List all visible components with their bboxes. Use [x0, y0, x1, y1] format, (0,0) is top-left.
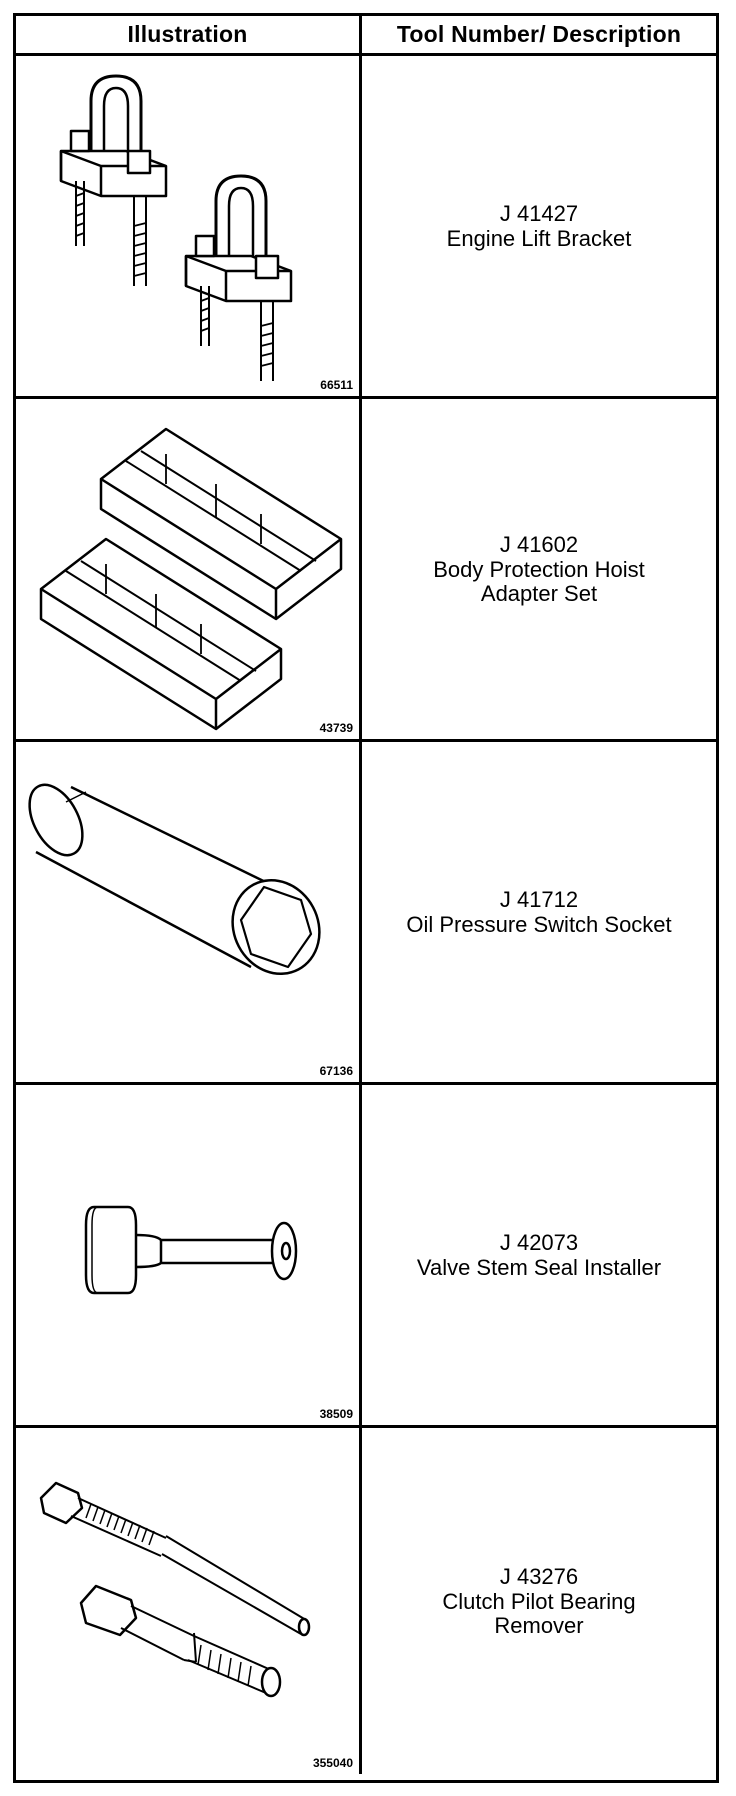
illustration-column-header: Illustration: [16, 16, 362, 53]
illustration-cell: 38509: [16, 1085, 362, 1425]
tool-description: Valve Stem Seal Installer: [416, 1255, 662, 1280]
tool-number: J 41712: [499, 887, 579, 912]
tool-description-cell: J 43276 Clutch Pilot Bearing Remover: [362, 1428, 716, 1774]
tool-description: Body Protection Hoist Adapter Set: [433, 557, 645, 606]
tool-column-header: Tool Number/ Description: [396, 21, 682, 47]
figure-number: 66511: [320, 378, 353, 392]
bearing-remover-icon: [39, 1481, 311, 1698]
table-row: 43739 J 41602 Body Protection Hoist Adap…: [16, 399, 716, 742]
engine-lift-bracket-icon: [59, 74, 293, 381]
figure-number: 355040: [312, 1756, 353, 1770]
table-row: 38509 J 42073 Valve Stem Seal Installer: [16, 1085, 716, 1428]
table-row: 355040 J 43276 Clutch Pilot Bearing Remo…: [16, 1428, 716, 1774]
figure-number: 67136: [319, 1064, 353, 1078]
illustration-cell: 355040: [16, 1428, 362, 1774]
seal-installer-icon: [84, 1205, 298, 1295]
tool-description-cell: J 41712 Oil Pressure Switch Socket: [362, 742, 716, 1082]
figure-number: 43739: [319, 721, 353, 735]
illustration-cell: 66511: [16, 56, 362, 396]
tool-description-cell: J 41602 Body Protection Hoist Adapter Se…: [362, 399, 716, 739]
illustration-cell: 43739: [16, 399, 362, 739]
special-tools-table: Illustration Tool Number/ Description: [13, 13, 719, 1783]
figure-number: 38509: [319, 1407, 353, 1421]
tool-description: Clutch Pilot Bearing Remover: [442, 1589, 636, 1638]
tool-number: J 41602: [499, 532, 579, 557]
tool-description: Oil Pressure Switch Socket: [406, 912, 672, 937]
table-header: Illustration Tool Number/ Description: [16, 16, 716, 56]
tool-description-cell: J 41427 Engine Lift Bracket: [362, 56, 716, 396]
switch-socket-icon: [28, 783, 321, 975]
tool-number: J 42073: [499, 1230, 579, 1255]
table-row: 66511 J 41427 Engine Lift Bracket: [16, 56, 716, 399]
table-row: 67136 J 41712 Oil Pressure Switch Socket: [16, 742, 716, 1085]
tool-description: Engine Lift Bracket: [446, 226, 632, 251]
hoist-adapter-set-icon: [39, 427, 343, 731]
tool-number: J 43276: [499, 1564, 579, 1589]
illustration-cell: 67136: [16, 742, 362, 1082]
tool-number: J 41427: [499, 201, 579, 226]
tool-description-cell: J 42073 Valve Stem Seal Installer: [362, 1085, 716, 1425]
